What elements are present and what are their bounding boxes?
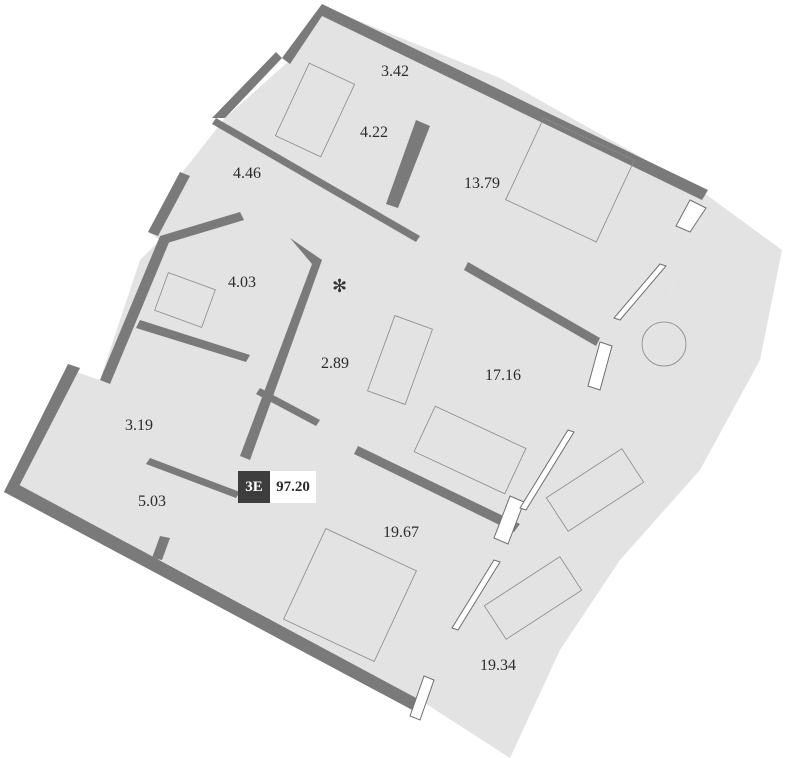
freezer-icon: ✻: [332, 276, 348, 297]
terrace-floor: [420, 190, 782, 758]
window-1: [613, 263, 667, 321]
room-area-kitchen: 2.89: [321, 355, 349, 372]
room-area-living-room: 17.16: [485, 367, 521, 384]
terrace-door-4[interactable]: [409, 675, 435, 721]
wall-living-bed2: [464, 262, 600, 346]
wall-wardrobe: [152, 536, 170, 560]
total-area: 97.20: [270, 471, 316, 503]
outer-wall-left-mid: [100, 236, 170, 384]
wall-living-bed: [354, 446, 520, 532]
outer-wall-left: [4, 364, 80, 496]
terrace-door-1[interactable]: [675, 199, 707, 233]
room-area-bathroom-small: 3.19: [125, 417, 153, 434]
shower-icon: [154, 272, 216, 328]
bed-top-icon: [505, 117, 635, 243]
sunbed-1-icon: [545, 448, 645, 532]
terrace-door-2[interactable]: [587, 341, 613, 391]
terrace-table-icon: [641, 321, 687, 367]
room-area-terrace: 19.34: [480, 657, 516, 674]
outer-wall-corner: [148, 172, 190, 236]
bed-bottom-icon: [283, 528, 417, 662]
room-area-hallway: 4.46: [233, 165, 261, 182]
wall-bedroom-entry: [256, 388, 320, 426]
wall-kitchen-l: [240, 238, 322, 460]
outer-wall-top: [282, 4, 708, 200]
sofa-icon: [413, 405, 527, 495]
window-2: [519, 429, 575, 511]
wall-small-bath: [146, 458, 240, 498]
wall-bath-right: [386, 120, 430, 208]
room-area-bathroom-mid: 4.03: [228, 274, 256, 291]
apartment-type: 3E: [238, 471, 270, 503]
wall-bath-mid: [136, 320, 250, 362]
outer-wall-bottom: [4, 480, 420, 712]
bathtub-icon: [274, 62, 356, 158]
room-area-wardrobe-top: 3.42: [381, 63, 409, 80]
room-area-bedroom-top: 13.79: [464, 175, 500, 192]
terrace-door-3[interactable]: [493, 495, 525, 545]
room-area-wardrobe-bottom: 5.03: [138, 493, 166, 510]
room-area-bedroom-bottom: 19.67: [383, 524, 419, 541]
dining-table-icon: [367, 315, 433, 405]
outer-wall-left-top: [212, 52, 282, 118]
wall-bath-top: [212, 118, 420, 242]
apartment-badge: 3E 97.20: [238, 471, 316, 503]
window-3: [451, 559, 501, 631]
wall-closet: [160, 212, 244, 244]
sunbed-2-icon: [483, 556, 583, 640]
room-area-bathroom-top: 4.22: [360, 124, 388, 141]
